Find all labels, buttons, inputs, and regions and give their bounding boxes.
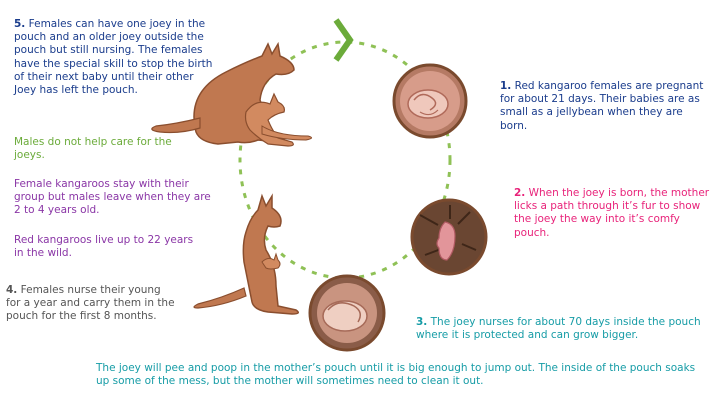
step-5-description: Females can have one joey in the pouch a…	[14, 18, 213, 97]
step-5-number: 5.	[14, 18, 26, 30]
fact-groups: Female kangaroos stay with their group b…	[14, 178, 211, 217]
footer-note: The joey will pee and poop in the mother…	[96, 362, 696, 388]
kangaroo-standing-illustration	[193, 193, 299, 315]
cycle-arrow-icon	[333, 18, 354, 62]
step-1-text: 1. Red kangaroo females are pregnant for…	[500, 80, 710, 133]
step-2-description: When the joey is born, the mother licks …	[514, 187, 710, 239]
fact-lifespan: Red kangaroos live up to 22 years in the…	[14, 234, 194, 260]
step-2-text: 2. When the joey is born, the mother lic…	[514, 187, 710, 240]
step-5-text: 5. Females can have one joey in the pouc…	[14, 18, 214, 97]
step-4-number: 4.	[6, 284, 18, 296]
step-1-number: 1.	[500, 80, 512, 92]
step-3-number: 3.	[416, 316, 428, 328]
pouch-joey-photo-icon	[308, 274, 386, 352]
embryo-photo-icon	[392, 63, 468, 139]
step-2-number: 2.	[514, 187, 526, 199]
cycle-dashed-circle	[238, 40, 452, 280]
step-4-description: Females nurse their young for a year and…	[6, 284, 175, 323]
step-4-text: 4. Females nurse their young for a year …	[6, 284, 178, 324]
fact-males-care: Males do not help care for the joeys.	[14, 136, 172, 162]
step-3-text: 3. The joey nurses for about 70 days ins…	[416, 316, 710, 342]
step-1-description: Red kangaroo females are pregnant for ab…	[500, 80, 704, 132]
kangaroo-mother-joey-illustration	[151, 41, 312, 147]
newborn-joey-photo-icon	[410, 198, 488, 276]
step-3-description: The joey nurses for about 70 days inside…	[416, 316, 701, 342]
